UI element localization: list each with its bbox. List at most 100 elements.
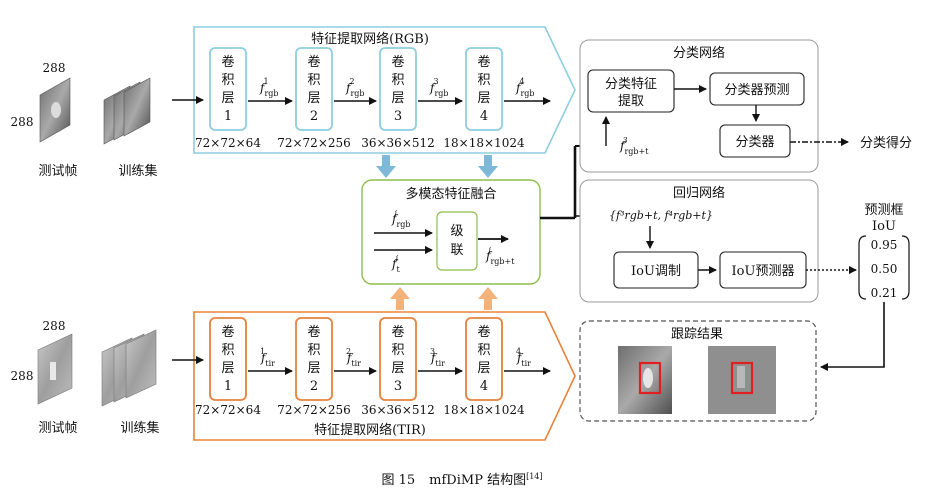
tir-branch-title: 特征提取网络(TIR) [314,422,426,438]
tir-input-size-top: 288 [43,319,66,333]
classifier-box [719,124,791,158]
rgb-conv-layer-3-label-4: 3 [394,109,402,124]
rgb-conv-layer-4-dims: 18×18×1024 [443,136,525,150]
feature-extract-box [587,69,675,113]
tir-train-image-1 [125,329,157,399]
regression-title: 回归网络 [673,185,725,201]
rgb-conv-layer-1-label-1: 卷 [221,54,234,70]
rgb-conv-layer-3-dims: 36×36×512 [361,136,435,150]
tir-conv-layer-4-label-3: 层 [477,361,490,376]
rgb-conv-layer-3-label-1: 卷 [391,54,404,70]
rgb-conv-layer-1-dims: 72×72×64 [195,136,261,150]
classification-network: 分类网络 分类特征 提取 分类器预测 分类器 frgb+t3 分类得分 [579,39,912,173]
iou-value-1: 0.95 [871,238,898,252]
rgb-input-images: 288 288 测试帧 训练集 [11,61,204,179]
tir-conv-layer-3-label-4: 3 [394,379,402,394]
fusion-input-tir-label: fti [391,254,400,274]
tir-conv-layer-3-label-2: 积 [391,343,404,358]
rgb-feature-label-3: frgb3 [429,77,449,98]
tracking-rgb-target [643,368,653,388]
rgb-conv-layer-2-label-4: 2 [310,109,318,124]
rgb-conv-layer-4-box [465,47,503,131]
rgb-conv-layer-2-label-1: 卷 [307,54,320,70]
concat-line-1: 级 [450,224,463,239]
rgb-feature-label-1: frgb1 [259,77,279,98]
rgb-feature-label-2: frgb2 [345,77,365,98]
tir-conv-layer-2-box [295,317,333,401]
rgb-input-size-left: 288 [11,115,34,129]
fusion-input-rgb-label: frgbi [391,209,411,229]
tir-conv-layer-1-dims: 72×72×64 [195,403,261,417]
tir-feature-extraction-network: 特征提取网络(TIR) 卷积层172×72×64ftir1卷积层272×72×2… [193,311,576,441]
rgb-to-fusion-arrow-left [376,155,396,178]
rgb-conv-layer-2-label-2: 积 [307,73,320,88]
tir-conv-layer-1-label-2: 积 [221,343,234,358]
tir-conv-layer-2-label-3: 层 [307,361,320,376]
regression-input-set: {f³rgb+t, f⁴rgb+t} [609,209,713,222]
tir-conv-layer-3-label-3: 层 [391,361,404,376]
iou-modulation-label: IoU调制 [631,264,681,279]
rgb-to-fusion-arrow-right [478,155,498,178]
rgb-conv-layer-2-dims: 72×72×256 [277,136,351,150]
feature-extract-line-2: 提取 [618,93,644,109]
concat-box [436,211,478,271]
predicted-box-iou: 预测框 IoU 0.95 0.50 0.21 [820,203,910,371]
feature-extract-line-1: 分类特征 [605,77,657,92]
pred-box-title: 预测框 [864,203,903,218]
pred-box-subtitle: IoU [872,219,896,234]
concat-line-2: 联 [450,243,463,258]
classification-input-feature: frgb+t3 [619,136,649,156]
tir-test-frame-target [50,362,56,380]
rgb-conv-layer-4-label-4: 4 [480,109,488,124]
iou-vector-right-bracket [901,235,910,300]
rgb-conv-layer-4-label-1: 卷 [477,54,490,70]
rgb-train-set-label: 训练集 [118,163,157,179]
tir-conv-layer-2-label-1: 卷 [307,324,320,340]
tir-conv-layer-3-dims: 36×36×512 [361,403,435,417]
tracking-tir-target [737,366,745,388]
rgb-conv-layer-1-box [209,47,247,131]
fusion-output-label: frgb+ti [485,246,515,266]
tir-conv-layer-1-label-4: 1 [224,379,232,394]
rgb-conv-layer-2-label-3: 层 [307,91,320,106]
tracking-result: 跟踪结果 [579,320,817,422]
rgb-test-frame-label: 测试帧 [38,164,77,179]
iou-value-3: 0.21 [871,286,898,300]
classifier-predictor-label: 分类器预测 [724,83,789,98]
tir-feature-label-2: ftir2 [346,347,361,368]
tir-conv-layer-3-label-1: 卷 [391,324,404,340]
rgb-conv-layer-4-label-2: 积 [477,73,490,88]
tir-conv-layer-1-box [209,317,247,401]
tir-feature-label-1: ftir1 [260,347,275,368]
rgb-conv-layer-2-box [295,47,333,131]
rgb-input-size-top: 288 [43,61,66,75]
classifier-predictor-box [709,72,805,106]
tir-conv-layer-4-dims: 18×18×1024 [443,403,525,417]
tir-conv-layer-1-label-3: 层 [221,361,234,376]
tir-conv-layer-2-dims: 72×72×256 [277,403,351,417]
tir-test-frame-label: 测试帧 [38,421,77,436]
classifier-label: 分类器 [735,135,774,150]
tracking-rgb-bbox [638,361,662,395]
tir-conv-layer-4-box [465,317,503,401]
classification-title: 分类网络 [673,45,725,61]
tracking-tir-bbox [730,361,754,395]
rgb-conv-layer-1-label-4: 1 [224,109,232,124]
tir-conv-layer-4-label-4: 4 [480,379,488,394]
iou-to-tracking-arrow [820,302,885,371]
rgb-conv-layer-3-label-3: 层 [391,91,404,106]
rgb-feature-extraction-network: 特征提取网络(RGB) 卷积层172×72×64frgb1卷积层272×72×2… [193,26,576,154]
iou-vector-left-bracket [858,235,867,300]
rgb-train-image-1 [123,77,151,137]
rgb-conv-layer-4-label-3: 层 [477,91,490,106]
tir-feature-label-4: ftir4 [516,347,531,368]
tir-train-set-label: 训练集 [120,420,159,436]
rgb-feature-label-4: frgb4 [515,77,535,98]
tir-conv-layer-1-label-1: 卷 [221,324,234,340]
tir-conv-layer-2-label-2: 积 [307,343,320,358]
tir-to-fusion-arrow-left [390,287,410,310]
rgb-conv-layer-3-label-2: 积 [391,73,404,88]
iou-value-2: 0.50 [871,262,898,276]
